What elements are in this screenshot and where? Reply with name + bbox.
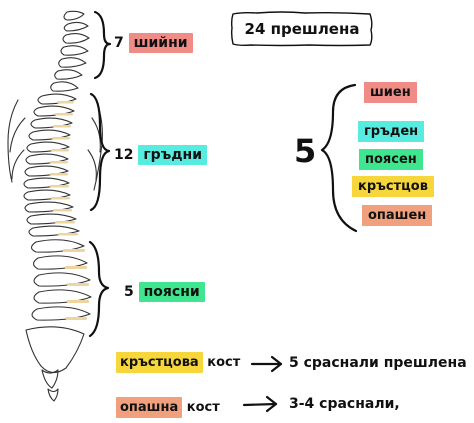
region-count: 5 [294, 132, 317, 170]
right-item-poyasen: поясен [359, 149, 423, 170]
spine-illustration [7, 10, 103, 402]
sacrum-prefix: кръстцова [116, 352, 203, 373]
right-item-shien: шиен [364, 82, 417, 103]
right-item-krastsov: кръстцов [352, 176, 434, 197]
cervical-label: 7 шийни [114, 33, 193, 53]
coccyx-suffix: кост [186, 400, 220, 415]
sacrum-suffix: кост [207, 355, 241, 370]
thoracic-count: 12 [114, 147, 134, 163]
right-item-opashen: опашен [362, 205, 433, 226]
lumbar-count: 5 [124, 284, 134, 300]
thoracic-label: 12 гръдни [114, 145, 208, 165]
vertebrae-total-box: 24 прешлена [230, 10, 374, 48]
right-list-brace [320, 83, 358, 233]
sacrum-row: кръстцова кост [116, 352, 240, 373]
lumbar-word: поясни [138, 282, 205, 302]
thoracic-word: гръдни [138, 145, 208, 165]
coccyx-result: 3-4 сраснали, [289, 396, 400, 412]
right-item-graden: гръден [358, 121, 425, 142]
cervical-word: шийни [128, 33, 193, 53]
lumbar-label: 5 поясни [124, 282, 205, 302]
sacrum-result: 5 сраснали прешлена [289, 355, 467, 371]
coccyx-prefix: опашна [116, 397, 183, 418]
coccyx-arrow [242, 402, 278, 407]
cervical-count: 7 [114, 35, 124, 51]
coccyx-row: опашна кост [116, 397, 220, 418]
vertebrae-total-text: 24 прешлена [244, 20, 360, 38]
title-box-outline [230, 11, 373, 47]
